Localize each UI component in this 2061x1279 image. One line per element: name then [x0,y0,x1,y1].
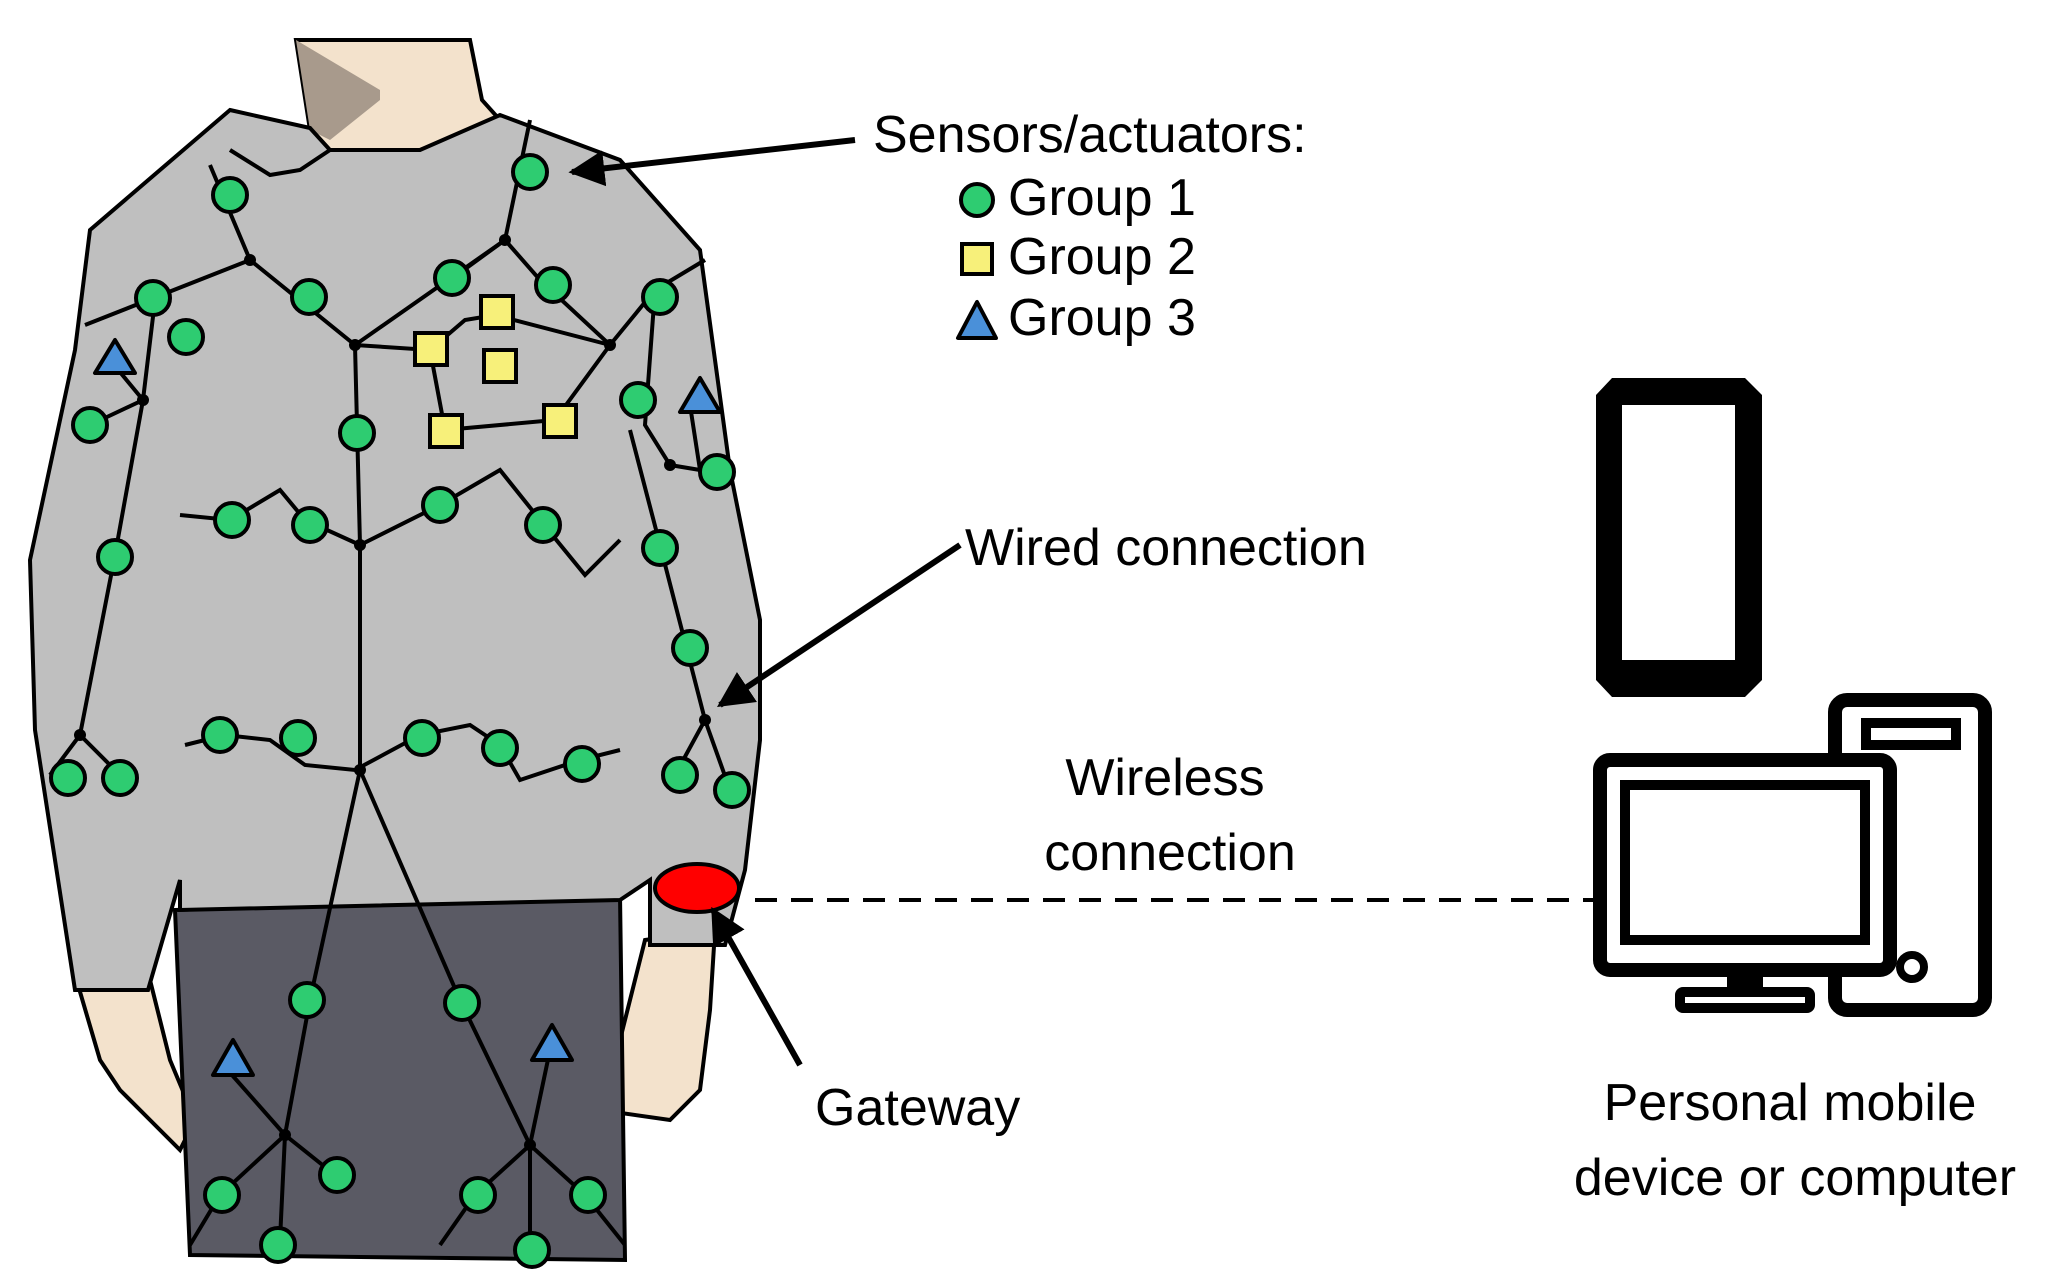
sensor-group1 [403,719,441,757]
annotation-arrows [568,137,962,1067]
sensor-group3 [678,376,722,414]
legend-group2-marker [960,242,994,276]
device-label-line2: device or computer [1574,1149,2016,1207]
sensor-group3 [211,1038,255,1077]
sensor-group1 [134,279,172,317]
sensor-group3 [530,1023,574,1062]
sensor-group1 [318,1156,356,1194]
sensor-group1 [291,506,329,544]
sensor-group1 [433,259,471,297]
sensor-group1 [713,771,751,809]
sensors-arrow [568,137,856,187]
person-figure [27,38,762,1263]
smartphone-icon [1596,378,1762,697]
sensor-group1 [619,381,657,419]
sensor-group1 [201,716,239,754]
sensor-group1 [71,406,109,444]
sensor-group1 [513,1231,551,1269]
pants [172,892,628,1263]
sensor-group1 [524,506,562,544]
wired-arrow [717,542,962,708]
sensor-group2 [428,413,464,449]
sensor-group2 [542,403,578,439]
sensor-group2 [479,294,515,330]
junction-points [74,234,711,1151]
sensor-group1 [511,153,549,191]
left-hand [75,977,198,1154]
sensor-group1 [671,629,709,667]
sensor-group1 [203,1176,241,1214]
group2-sensors [413,294,578,449]
sensor-group1 [49,759,87,797]
sensor-group1 [481,729,519,767]
sensor-group1 [101,759,139,797]
sensor-group1 [698,453,736,491]
wired-connection-label: Wired connection [965,519,1367,577]
sensor-group1 [421,486,459,524]
legend-group1-label: Group 1 [1008,169,1196,227]
sensor-group1 [259,1226,297,1264]
gateway-label: Gateway [815,1079,1020,1137]
sensor-group1 [167,318,205,356]
desktop-computer-icon [1593,693,1992,1017]
wireless-connection-label-line1: Wireless [1065,749,1264,807]
legend: Sensors/actuators: Group 1 Group 2 Group… [873,106,1307,347]
sensor-group1 [641,529,679,567]
legend-group3-marker [956,300,998,340]
sensor-group1 [563,745,601,783]
sensor-group1 [641,278,679,316]
legend-group3-label: Group 3 [1008,289,1196,347]
gateway-device [653,862,741,914]
sensor-group1 [534,266,572,304]
sensor-group2 [413,331,449,367]
legend-title: Sensors/actuators: [873,106,1307,164]
sensor-group1 [211,176,249,214]
sensor-group1 [279,719,317,757]
sensor-group1 [288,981,326,1019]
sensor-group1 [290,278,328,316]
sensor-group1 [569,1176,607,1214]
legend-group1-marker [959,182,995,218]
sensor-group3 [93,338,137,375]
sensor-group1 [443,984,481,1022]
sensor-group1 [459,1176,497,1214]
device-label-line1: Personal mobile [1604,1074,1977,1132]
neck-shadow [296,40,380,140]
group3-sensors [93,338,722,1077]
sensor-group1 [661,756,699,794]
legend-group2-label: Group 2 [1008,228,1196,286]
group1-sensors [49,153,751,1269]
sensor-group1 [96,538,134,576]
sensor-group2 [482,348,518,384]
gateway-arrow [710,906,803,1067]
sensor-group1 [213,501,251,539]
sensor-group1 [338,414,376,452]
wireless-connection-label-line2: connection [1044,824,1296,882]
